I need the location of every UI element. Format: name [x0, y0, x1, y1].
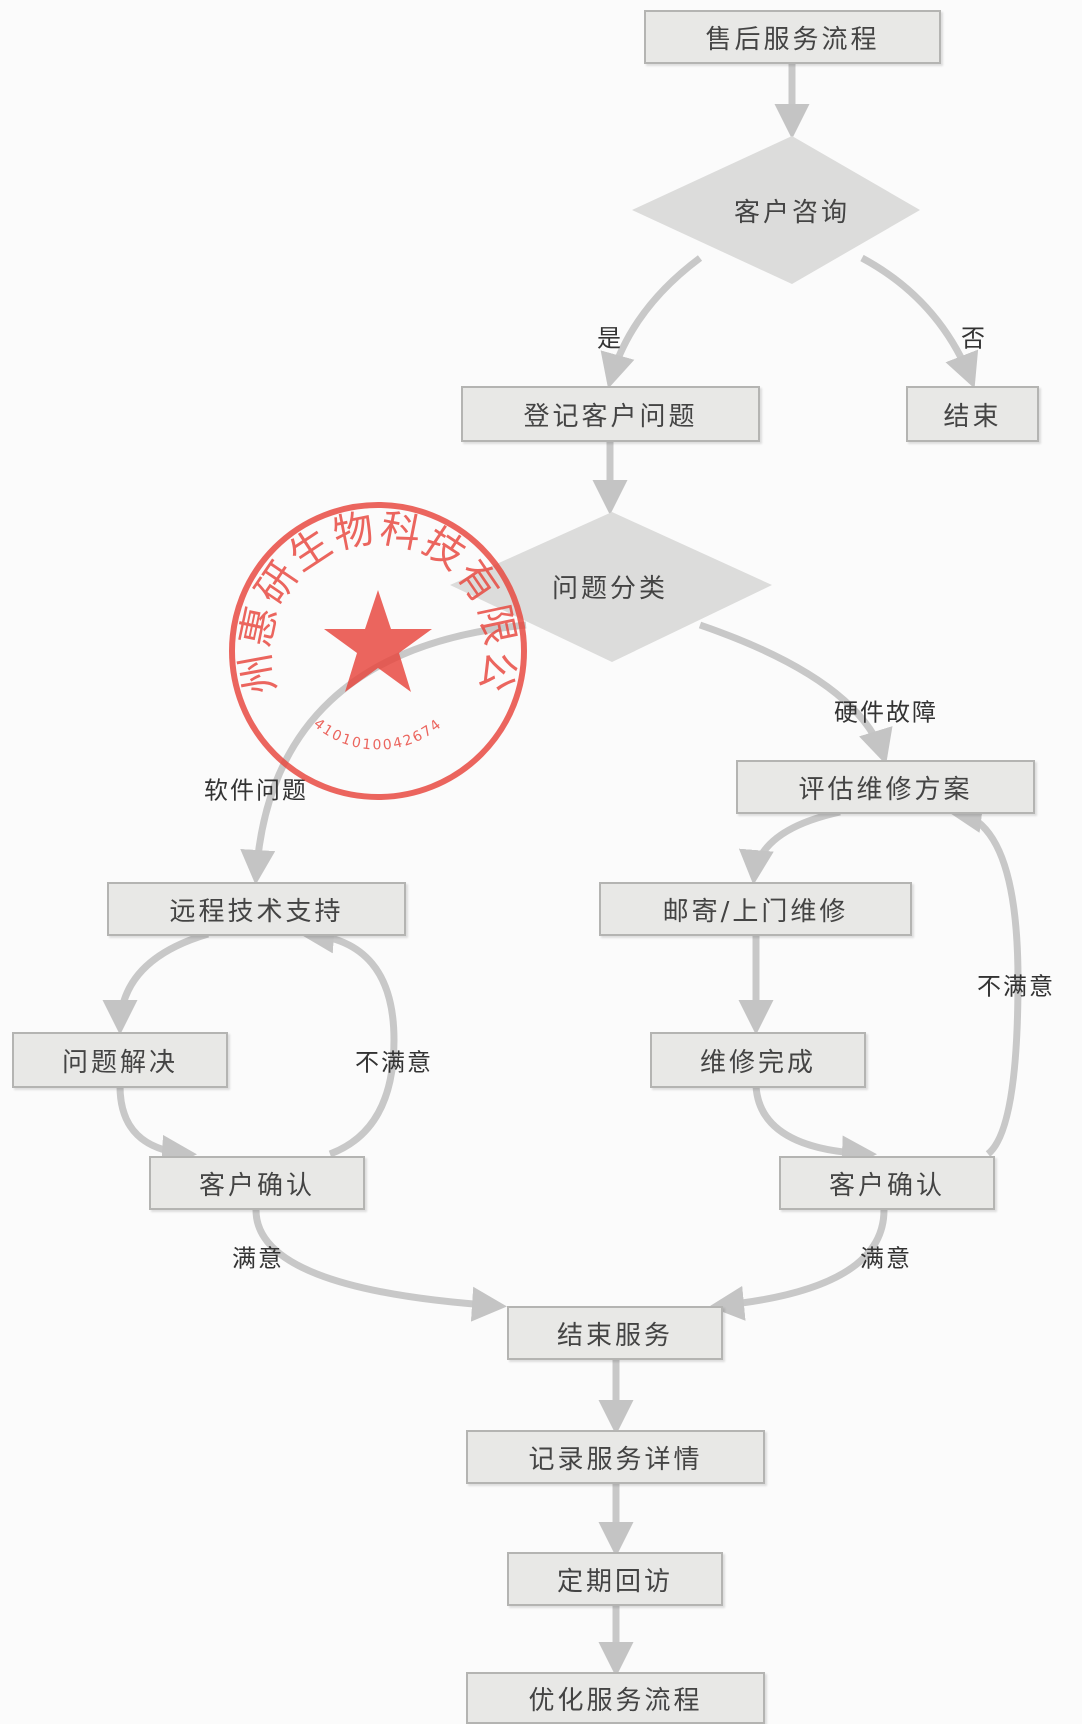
end-node: 结束 — [906, 386, 1039, 442]
edge-label-no: 否 — [961, 324, 987, 353]
edge-classify-remote — [240, 621, 527, 885]
classify-decision-label: 问题分类 — [551, 573, 668, 604]
edge-label-yes: 是 — [597, 324, 623, 353]
consult-decision-label: 客户咨询 — [733, 197, 850, 228]
issue-resolved-node: 问题解决 — [12, 1032, 228, 1088]
customer-confirm-right-node: 客户确认 — [779, 1156, 995, 1210]
edge-label-unsatisfied-right: 不满意 — [977, 972, 1055, 1001]
consult-diamond — [632, 136, 920, 284]
edge-consult-register — [600, 255, 703, 389]
finish-service-node: 结束服务 — [507, 1306, 723, 1360]
edge-resolved-confirm-left — [116, 1085, 197, 1170]
repair-complete-node: 维修完成 — [650, 1032, 866, 1088]
edge-done-confirm-right — [752, 1085, 877, 1171]
edge-confirm-right-finish — [709, 1209, 888, 1321]
evaluate-repair-node: 评估维修方案 — [736, 760, 1035, 814]
classify-diamond — [450, 512, 772, 662]
edge-classify-evaluate — [698, 621, 893, 765]
edge-label-unsatisfied-left: 不满意 — [355, 1048, 433, 1077]
edge-label-software: 软件问题 — [204, 776, 308, 805]
register-issue-node: 登记客户问题 — [461, 386, 760, 442]
edge-confirm-left-finish — [252, 1209, 507, 1322]
periodic-revisit-node: 定期回访 — [507, 1552, 723, 1606]
mail-onsite-repair-node: 邮寄/上门维修 — [599, 882, 912, 936]
edge-label-hardware: 硬件故障 — [834, 698, 938, 727]
edge-confirm-right-evaluate — [947, 798, 1022, 1157]
record-service-node: 记录服务详情 — [466, 1430, 765, 1484]
edge-label-satisfied-left: 满意 — [232, 1244, 284, 1273]
customer-confirm-left-node: 客户确认 — [149, 1156, 365, 1210]
edge-consult-end — [860, 254, 979, 389]
optimize-process-node: 优化服务流程 — [466, 1672, 765, 1724]
start-node: 售后服务流程 — [644, 10, 941, 64]
edge-evaluate-mail — [738, 808, 841, 885]
edge-remote-resolved — [102, 930, 209, 1035]
edge-label-satisfied-right: 满意 — [860, 1244, 912, 1273]
remote-support-node: 远程技术支持 — [107, 882, 406, 936]
edge-confirm-left-remote — [299, 918, 398, 1158]
